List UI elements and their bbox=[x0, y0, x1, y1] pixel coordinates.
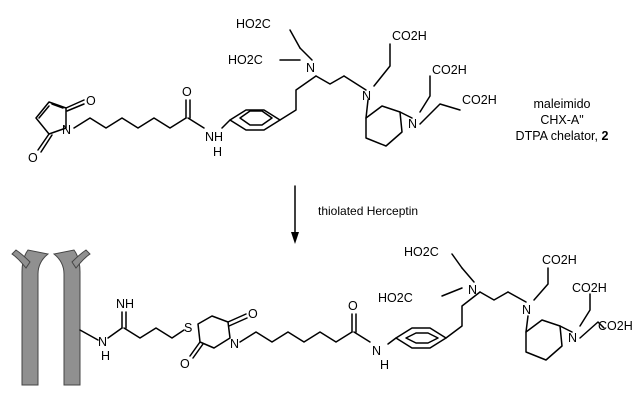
compound-number: 2 bbox=[601, 129, 608, 143]
caption-line-1: maleimido bbox=[534, 97, 591, 111]
amide-o: O bbox=[182, 85, 192, 99]
bottom-co2h-3: CO2H bbox=[542, 253, 577, 267]
top-molecule: O O N O NH H N HO2C HO2C N CO2H bbox=[28, 17, 497, 165]
bottom-co2h-5: CO2H bbox=[598, 319, 633, 333]
antibody-icon bbox=[11, 249, 91, 386]
bottom-co2h-1: HO2C bbox=[404, 245, 439, 259]
maleimide-ring bbox=[35, 99, 85, 153]
bottom-n-3: N bbox=[568, 331, 577, 345]
n-central-1: N bbox=[306, 61, 315, 75]
imine-nh: NH bbox=[116, 297, 134, 311]
bottom-amide-o: O bbox=[348, 299, 358, 313]
n-central-2: N bbox=[362, 89, 371, 103]
bottom-molecule: N H NH S O O N O N H bbox=[11, 245, 633, 386]
bottom-n-2: N bbox=[522, 303, 531, 317]
top-co2h-5: CO2H bbox=[462, 93, 497, 107]
reaction-arrow: thiolated Herceptin bbox=[291, 185, 418, 244]
thioether-s: S bbox=[184, 321, 192, 335]
bottom-n-1: N bbox=[468, 283, 477, 297]
bottom-amide-h: H bbox=[380, 358, 389, 372]
n-central-3: N bbox=[408, 117, 417, 131]
caption-line-2: CHX-A" bbox=[540, 113, 583, 127]
top-co2h-4: CO2H bbox=[432, 63, 467, 77]
top-co2h-3: CO2H bbox=[392, 29, 427, 43]
amide-h: H bbox=[213, 145, 222, 159]
cyclohexane-bottom bbox=[525, 319, 563, 361]
reagent-label: thiolated Herceptin bbox=[318, 204, 418, 218]
bottom-h: H bbox=[101, 349, 110, 363]
succ-o-bottom: O bbox=[180, 357, 190, 371]
benzene-ring-top bbox=[229, 109, 281, 131]
benzene-ring-bottom bbox=[395, 327, 447, 349]
bottom-hexyl-chain bbox=[239, 331, 353, 343]
bottom-nh: N bbox=[98, 335, 107, 349]
bottom-amide-n: N bbox=[372, 344, 381, 358]
compound-caption: maleimido CHX-A" DTPA chelator, 2 bbox=[516, 97, 609, 143]
maleimide-o-bottom: O bbox=[28, 151, 38, 165]
caption-line-3: DTPA chelator, 2 bbox=[516, 129, 609, 143]
succ-o-top: O bbox=[248, 307, 258, 321]
hexyl-chain bbox=[73, 117, 187, 129]
amide-nh: NH bbox=[205, 130, 223, 144]
maleimide-n: N bbox=[62, 123, 71, 137]
maleimide-o-top: O bbox=[86, 94, 96, 108]
cyclohexane-top bbox=[365, 105, 403, 147]
succ-n: N bbox=[230, 337, 239, 351]
top-co2h-2: HO2C bbox=[228, 53, 263, 67]
succinimide-ring bbox=[189, 313, 248, 359]
bottom-co2h-4: CO2H bbox=[572, 281, 607, 295]
bottom-co2h-2: HO2C bbox=[378, 291, 413, 305]
top-co2h-1: HO2C bbox=[236, 17, 271, 31]
